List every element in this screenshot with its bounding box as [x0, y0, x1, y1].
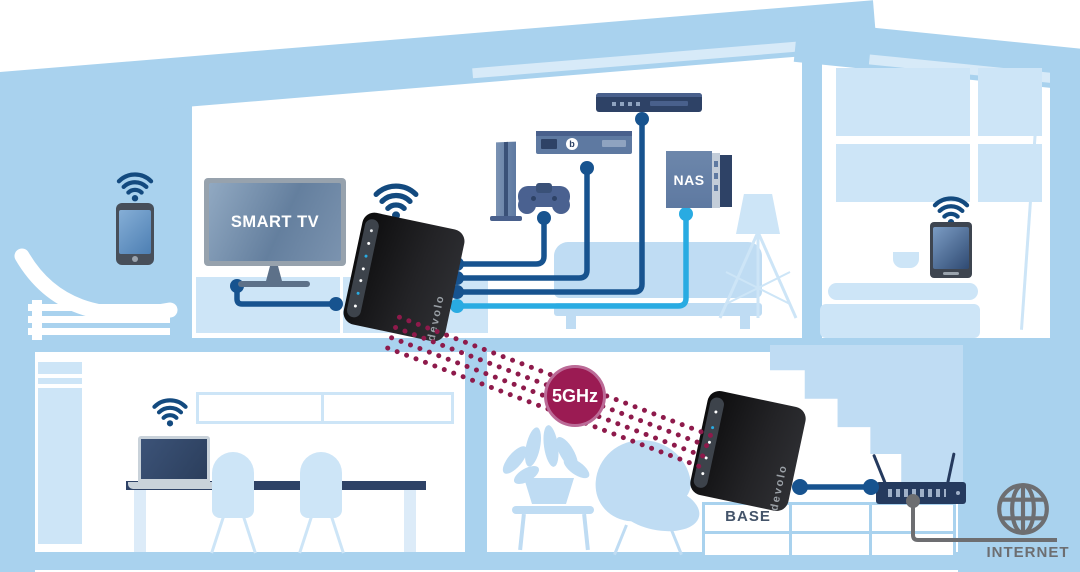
game-console	[496, 141, 516, 219]
globe-icon	[997, 483, 1049, 535]
nas-label: NAS	[673, 171, 705, 188]
sofa-leg	[566, 316, 576, 329]
tv-stand-base	[238, 281, 310, 287]
tablet-home-bar	[942, 272, 960, 275]
window-pane	[978, 68, 1042, 136]
bluray-logo: b	[566, 138, 578, 150]
router	[876, 482, 966, 504]
hammock	[14, 248, 178, 340]
sideboard-divider	[789, 505, 792, 555]
router-vents	[888, 489, 946, 497]
chair-leg	[242, 516, 257, 554]
radiator-slat	[38, 384, 82, 388]
cable-console	[454, 215, 547, 267]
laptop-base	[128, 482, 218, 489]
laptop	[138, 436, 210, 482]
window-pane	[836, 68, 970, 136]
wifi-icon	[932, 196, 970, 226]
chair-leg	[330, 516, 345, 554]
5ghz-badge: 5GHz	[544, 365, 606, 427]
chair	[300, 452, 342, 518]
chair-leg	[210, 516, 225, 554]
gamepad-touchpad	[536, 183, 552, 193]
gamepad-grip	[552, 196, 570, 214]
tv-stand-neck	[266, 266, 282, 281]
adapter-led-strip	[345, 217, 381, 319]
nas-device: NAS	[666, 151, 712, 208]
wifi-icon	[152, 398, 188, 427]
tv-cabinet-divider	[340, 277, 343, 333]
radiator-slat	[38, 374, 82, 378]
smart-tv: SMART TV	[204, 178, 346, 266]
tablet	[930, 222, 972, 278]
bed-blanket	[820, 304, 980, 338]
smartphone	[116, 203, 154, 265]
floor-lamp-shade	[736, 194, 780, 234]
radiator	[38, 362, 82, 544]
lower-room-wall	[465, 352, 487, 556]
chair-leg	[298, 516, 313, 554]
desk	[126, 481, 426, 490]
house-right-wall	[1050, 60, 1080, 338]
sofa-leg	[740, 316, 750, 329]
smart-tv-screen	[209, 183, 341, 261]
router-antenna	[872, 453, 887, 485]
bedroom-wall	[802, 42, 822, 338]
game-console-stand	[490, 216, 522, 221]
armchair-leg	[613, 524, 628, 556]
left-wall	[0, 352, 35, 572]
wall-shelf	[196, 392, 454, 424]
sideboard-divider	[869, 505, 872, 555]
roof-left	[0, 0, 878, 124]
bluray-player: b	[536, 131, 632, 154]
gamepad-stick	[552, 196, 557, 201]
router-led	[956, 491, 960, 495]
floor-lamp-tripod	[718, 232, 798, 319]
smartphone-home-button	[132, 256, 138, 262]
nas-vent-strip	[712, 153, 720, 208]
bedside-cup	[893, 252, 919, 268]
chair	[212, 452, 254, 518]
devolo-logo: devolo	[768, 463, 790, 512]
wifi-icon	[116, 172, 154, 202]
internet-label: INTERNET	[986, 544, 1070, 561]
smart-tv-label: SMART TV	[230, 212, 320, 231]
base-label: BASE	[725, 507, 771, 525]
media-player	[596, 93, 702, 112]
shelf-divider	[321, 395, 324, 421]
bed-headboard	[828, 283, 978, 300]
nas-side-panel	[720, 155, 732, 207]
tablet-screen	[933, 227, 969, 269]
window-pane	[836, 144, 970, 202]
desk-leg	[134, 490, 146, 552]
sideboard-shelf-line	[705, 531, 953, 534]
potted-plant	[498, 424, 610, 551]
desk-leg	[404, 490, 416, 552]
smartphone-screen	[119, 210, 151, 254]
gamepad-stick	[531, 196, 536, 201]
